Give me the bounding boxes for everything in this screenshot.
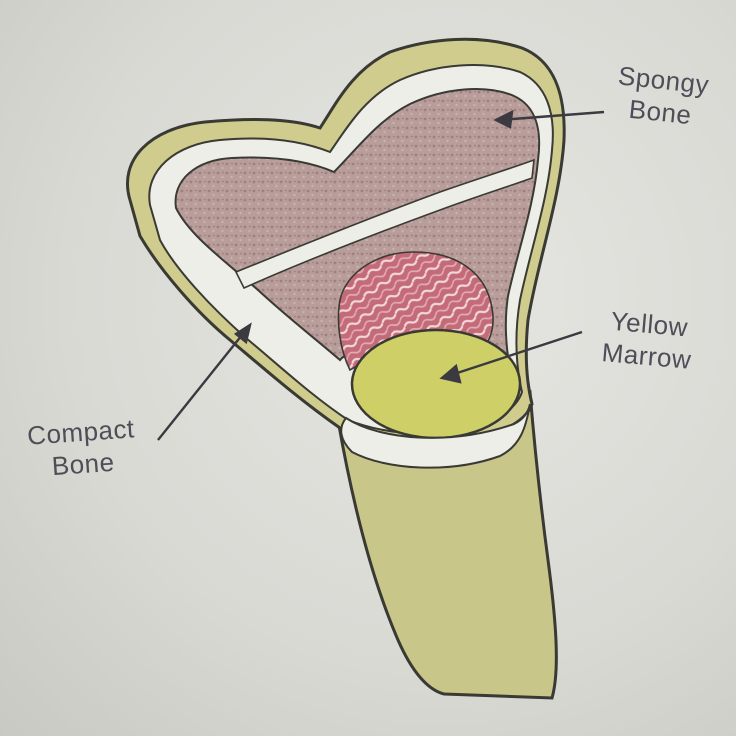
leader-arrows [157, 109, 605, 441]
yellow-marrow-label: Yellow Marrow [583, 303, 712, 378]
spongy-bone-label: Spongy Bone [597, 58, 727, 135]
yellow-marrow-arrowhead [439, 363, 462, 384]
spongy-bone-arrow [499, 110, 605, 122]
compact-bone-arrowhead [233, 322, 252, 345]
epiphyseal-line [234, 158, 535, 290]
yellow-marrow [350, 328, 522, 440]
yellow-marrow-arrow [447, 330, 583, 378]
spongy-bone-arrowhead [493, 109, 514, 129]
compact-bone-collar [340, 403, 531, 469]
compact-bone-arrow [157, 329, 247, 441]
compact-bone-label: Compact Bone [8, 411, 156, 485]
